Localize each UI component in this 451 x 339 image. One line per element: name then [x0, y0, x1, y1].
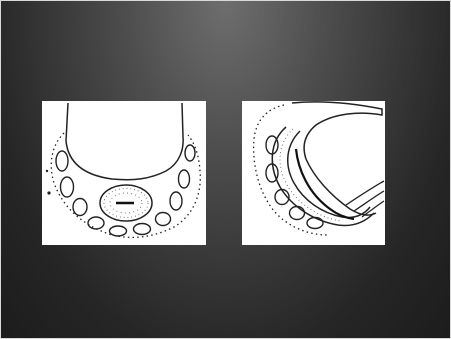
- ring-section: [134, 224, 151, 235]
- ring-section: [61, 177, 74, 197]
- coronal-section-drawing: [42, 101, 206, 245]
- ring-section: [56, 151, 68, 171]
- central-bar: [296, 149, 354, 219]
- mark-dot: [47, 191, 50, 194]
- ring-section: [110, 226, 127, 236]
- ring-section: [266, 136, 278, 154]
- ring-section: [170, 192, 182, 210]
- band-stipple: [280, 129, 340, 221]
- band-inner: [288, 131, 370, 218]
- organ-body-outline: [66, 103, 183, 180]
- ring-section: [266, 164, 278, 182]
- sagittal-section-figure: [242, 101, 385, 245]
- ring-section: [73, 199, 87, 216]
- converging-line: [346, 181, 384, 205]
- mark-dot: [46, 170, 48, 172]
- coronal-section-figure: [42, 101, 206, 245]
- ring-section: [185, 145, 195, 161]
- ring-section: [156, 213, 171, 226]
- ring-section: [307, 218, 323, 229]
- ring-section: [88, 217, 104, 229]
- sagittal-section-drawing: [242, 101, 385, 245]
- ring-section: [179, 170, 190, 188]
- ring-section: [290, 207, 305, 220]
